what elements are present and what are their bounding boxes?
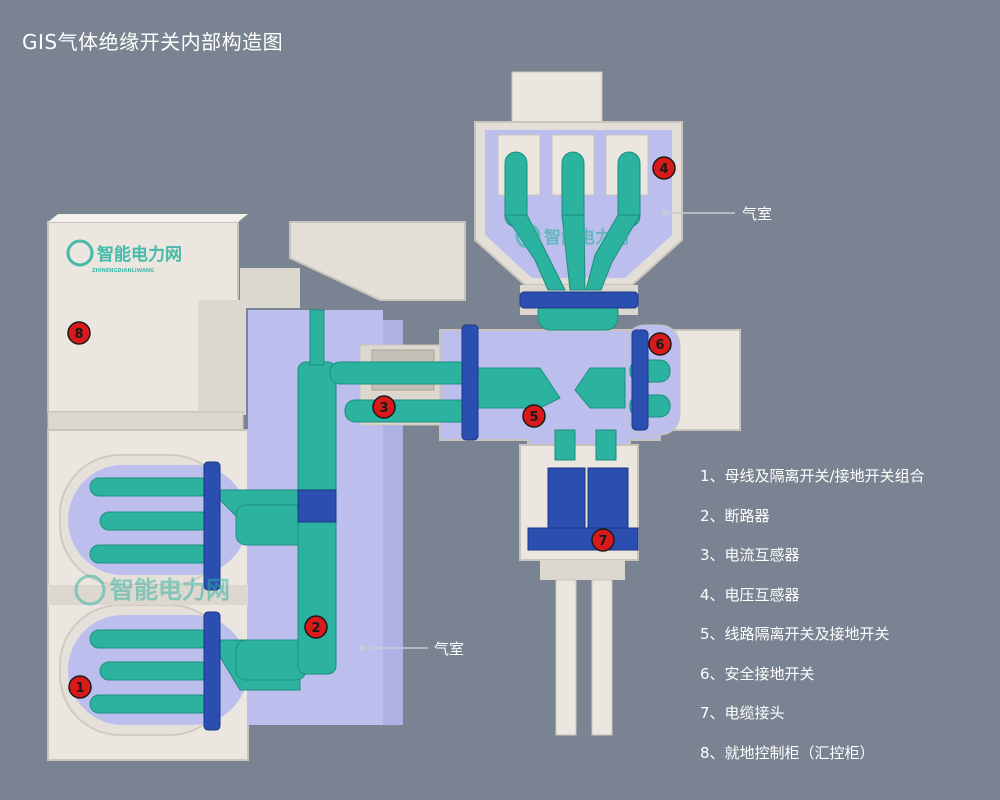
- svg-text:4: 4: [659, 162, 668, 177]
- insulators: [203, 291, 649, 731]
- svg-text:智能电力网: 智能电力网: [110, 576, 230, 604]
- svg-text:智能电力网: 智能电力网: [97, 244, 182, 265]
- callout-lines: [359, 210, 735, 651]
- svg-text:1: 1: [75, 681, 84, 696]
- watermark-vt: 智能电力网: [515, 223, 629, 249]
- gas-chamber-label-lower: 气室: [434, 640, 465, 658]
- svg-text:5: 5: [529, 410, 538, 425]
- svg-text:智能电力网: 智能电力网: [544, 227, 629, 248]
- legend-item-3: 3、电流互感器: [700, 546, 800, 564]
- marker-5: 5: [522, 404, 546, 428]
- gas-chamber-label-upper: 气室: [742, 205, 773, 223]
- svg-text:2: 2: [311, 621, 320, 636]
- breaker-hood: [240, 221, 466, 308]
- svg-text:7: 7: [598, 534, 607, 549]
- marker-8: 8: [67, 321, 91, 345]
- marker-4: 4: [652, 156, 676, 180]
- marker-6: 6: [648, 332, 672, 356]
- svg-text:6: 6: [655, 338, 664, 353]
- watermark-top: 智能电力网 ZHINENGDIANLIWANG: [66, 239, 182, 274]
- legend-item-4: 4、电压互感器: [700, 585, 800, 604]
- marker-2: 2: [304, 615, 328, 639]
- legend-item-5: 5、线路隔离开关及接地开关: [700, 625, 890, 643]
- marker-7: 7: [591, 528, 615, 552]
- legend-item-8: 8、就地控制柜（汇控柜）: [700, 743, 875, 762]
- legend-item-2: 2、断路器: [700, 506, 770, 525]
- component-legend: 1、母线及隔离开关/接地开关组合 2、断路器 3、电流互感器 4、电压互感器 5…: [700, 466, 925, 782]
- watermark-middle: 智能电力网: [74, 574, 230, 606]
- component-markers: 1 2 3 4 5 6 7 8: [67, 156, 676, 699]
- control-cabinet: [47, 214, 248, 433]
- marker-3: 3: [372, 395, 396, 419]
- svg-text:ZHINENGDIANLIWANG: ZHINENGDIANLIWANG: [92, 268, 154, 274]
- legend-item-6: 6、安全接地开关: [700, 664, 815, 683]
- svg-text:3: 3: [379, 401, 388, 416]
- page-title: GIS气体绝缘开关内部构造图: [22, 30, 284, 54]
- svg-text:8: 8: [74, 327, 83, 342]
- legend-item-1: 1、母线及隔离开关/接地开关组合: [700, 467, 925, 485]
- marker-1: 1: [68, 675, 92, 699]
- legend-item-7: 7、电缆接头: [700, 704, 785, 722]
